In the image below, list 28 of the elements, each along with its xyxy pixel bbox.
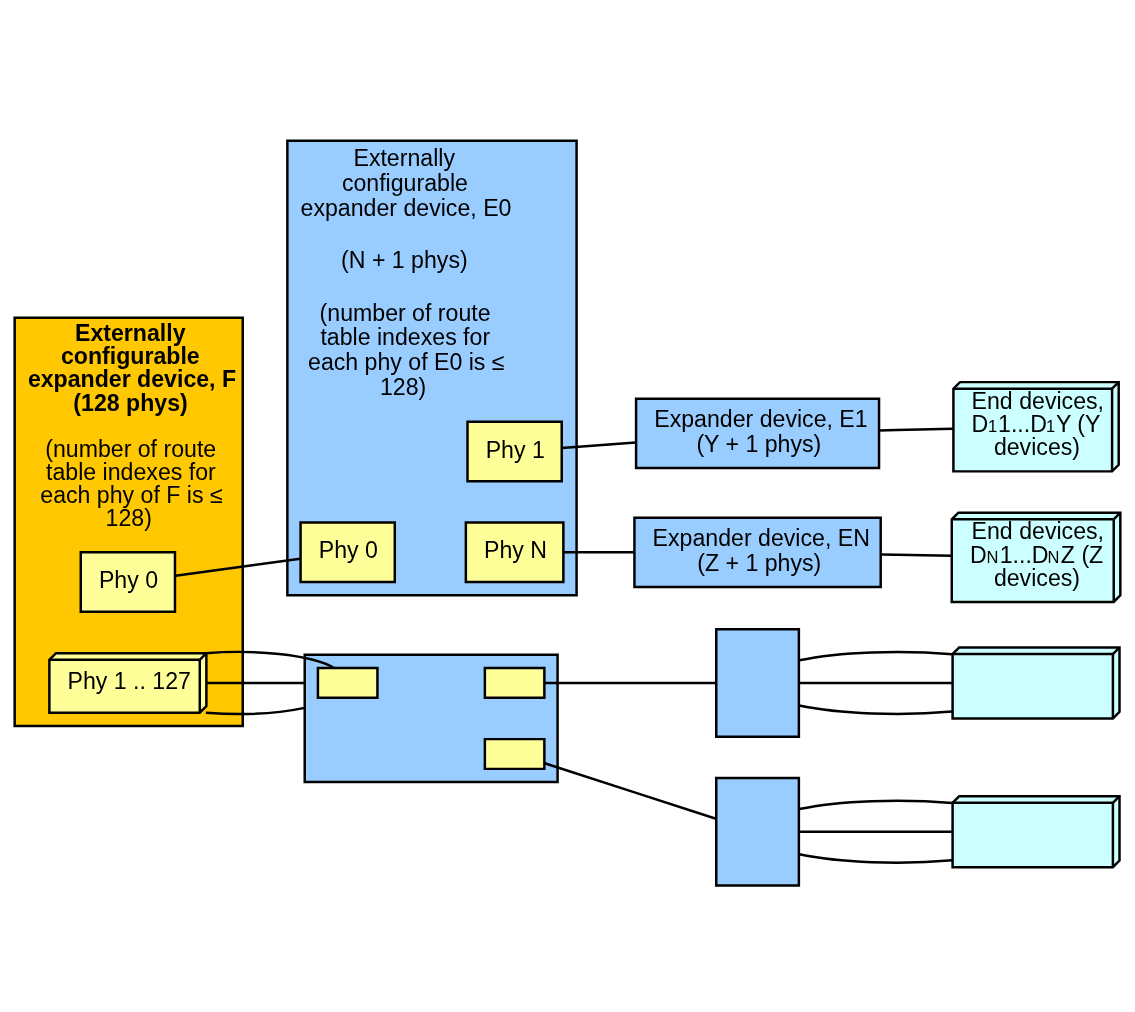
connector	[799, 681, 953, 684]
node-box: Phy N	[464, 520, 565, 583]
node-box: Phy 0	[79, 550, 177, 613]
connector	[205, 706, 305, 715]
connector	[205, 650, 335, 669]
node-box	[316, 666, 379, 699]
connector	[175, 556, 301, 577]
connector	[799, 703, 953, 715]
connector	[880, 552, 952, 557]
cluster	[303, 653, 559, 783]
connector	[879, 427, 953, 432]
connector	[799, 829, 953, 833]
connector	[563, 550, 635, 554]
connector	[799, 650, 953, 661]
connector	[561, 440, 636, 449]
connector	[799, 852, 953, 864]
node-box	[715, 627, 801, 738]
node-box: Expander device, EN (Z + 1 phys)	[633, 515, 882, 588]
node-box: Expander device, E1 (Y + 1 phys)	[634, 396, 881, 469]
connector	[544, 761, 717, 820]
node-box	[483, 666, 546, 699]
connector	[544, 681, 716, 684]
node-box: Phy 1	[466, 420, 563, 483]
connector	[799, 798, 953, 810]
node-box	[715, 776, 801, 887]
connector	[206, 681, 305, 684]
node-box	[483, 737, 546, 770]
node-box: Phy 0	[299, 520, 397, 583]
